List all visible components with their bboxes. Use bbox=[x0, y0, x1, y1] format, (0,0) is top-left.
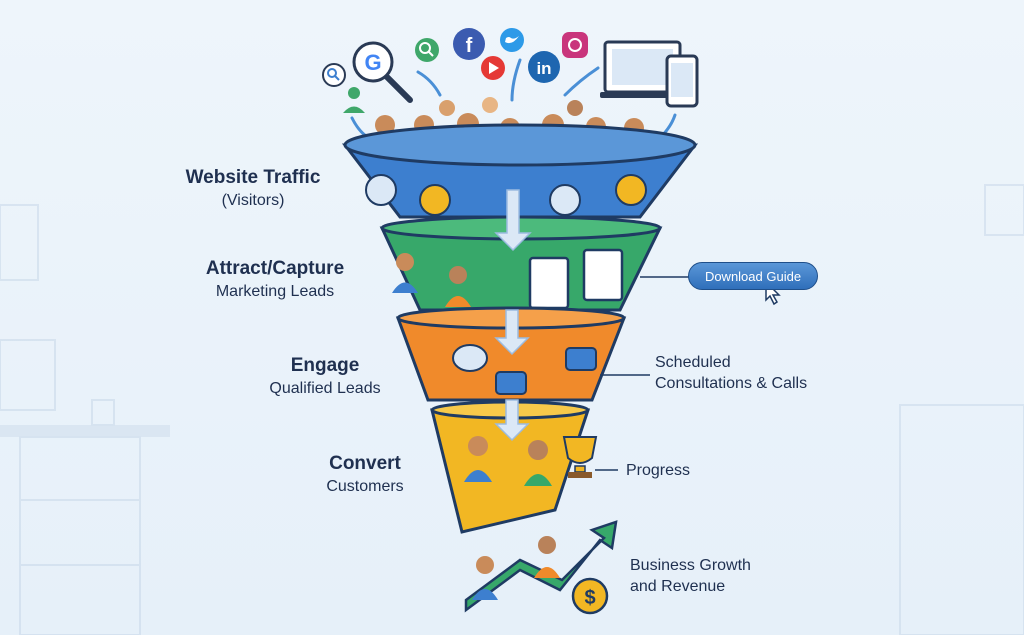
download-guide-button[interactable]: Download Guide bbox=[688, 262, 818, 290]
growth-callout: Business Growth and Revenue bbox=[630, 555, 751, 597]
consultations-callout: Scheduled Consultations & Calls bbox=[655, 352, 807, 394]
stage-label-attract-capture: Attract/Capture Marketing Leads bbox=[185, 258, 365, 302]
stage-subtitle: Customers bbox=[300, 477, 430, 497]
dollar-icon: $ bbox=[573, 579, 607, 613]
svg-text:$: $ bbox=[584, 587, 595, 609]
video-icon bbox=[566, 348, 596, 370]
callout-line: Scheduled bbox=[655, 354, 731, 371]
facebook-icon: f bbox=[453, 28, 485, 60]
svg-text:in: in bbox=[536, 59, 551, 78]
video-icon bbox=[496, 372, 526, 394]
callout-line: Business Growth bbox=[630, 557, 751, 574]
stage-label-engage: Engage Qualified Leads bbox=[240, 355, 410, 399]
svg-text:f: f bbox=[466, 35, 473, 57]
linkedin-icon: in bbox=[528, 51, 560, 83]
stage-label-website-traffic: Website Traffic (Visitors) bbox=[168, 167, 338, 211]
stage-title: Convert bbox=[300, 453, 430, 475]
callout-line: Consultations & Calls bbox=[655, 375, 807, 392]
stage-label-convert: Convert Customers bbox=[300, 453, 430, 497]
search-icon bbox=[415, 38, 439, 62]
funnel-stage-attract-capture bbox=[382, 217, 660, 310]
stage-title: Website Traffic bbox=[168, 167, 338, 189]
callout-line: and Revenue bbox=[630, 578, 725, 595]
phone-icon bbox=[667, 56, 697, 106]
youtube-icon bbox=[481, 56, 505, 80]
google-search-icon: G bbox=[354, 43, 410, 100]
search-icon bbox=[323, 64, 345, 86]
stage-title: Attract/Capture bbox=[185, 258, 365, 280]
stage-subtitle: Marketing Leads bbox=[185, 282, 365, 302]
progress-callout: Progress bbox=[626, 460, 690, 481]
instagram-icon bbox=[562, 32, 588, 58]
stage-subtitle: (Visitors) bbox=[168, 191, 338, 211]
funnel-stage-website-traffic bbox=[345, 125, 695, 217]
avatar bbox=[343, 87, 365, 113]
stage-title: Engage bbox=[240, 355, 410, 377]
stage-subtitle: Qualified Leads bbox=[240, 379, 410, 399]
chat-icon bbox=[453, 345, 487, 371]
twitter-icon bbox=[500, 28, 524, 52]
svg-text:G: G bbox=[364, 50, 381, 75]
